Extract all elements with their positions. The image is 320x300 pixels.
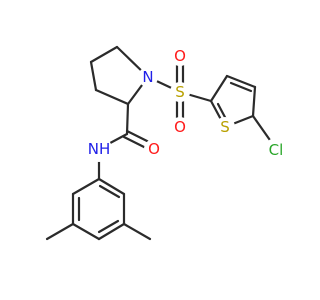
atom-label: O <box>174 47 186 65</box>
bond-ring-c4-c5 <box>89 45 119 64</box>
atom-labels: N S O O S Cl O NH <box>86 46 288 162</box>
bond-aryl-c1-c2 <box>97 177 126 196</box>
bond-thio-c2-c3 <box>209 74 229 103</box>
atom-label: N <box>142 68 153 86</box>
atom-label: S <box>175 83 185 101</box>
bond-thio-c5-cl <box>251 114 274 145</box>
atom-n-pyrrolidine: N <box>138 67 158 87</box>
bond-aryl-c3-c4 <box>97 222 126 241</box>
atom-s-sulfonyl: S <box>170 82 190 102</box>
atom-label: S <box>220 118 230 136</box>
bond-methyl-right <box>122 222 152 241</box>
bond-methyl-left <box>45 222 75 241</box>
bond-ring-c3-c4 <box>89 60 98 92</box>
bond-ring-c2-c3 <box>94 88 130 106</box>
bond-c2-carbonyl <box>125 102 130 136</box>
bond-carbonyl-o-a <box>125 129 153 145</box>
atom-o-sulfonyl-bottom: O <box>170 117 190 137</box>
bond-aryl-inner-1 <box>98 184 121 199</box>
atom-o-sulfonyl-top: O <box>170 46 190 66</box>
atom-label: O <box>174 118 186 136</box>
bond-thio-c3-c4 <box>225 74 257 89</box>
bond-thio-c4-c5 <box>251 85 257 118</box>
atom-nh-amide: NH <box>86 136 112 162</box>
atom-label: NH <box>88 140 111 158</box>
bond-thio-c3-c4-inner <box>229 81 253 93</box>
bond-aryl-c4-c5 <box>71 222 101 241</box>
bond-aryl-inner-2 <box>97 219 120 234</box>
atom-label: Cl <box>269 141 284 159</box>
atom-cl: Cl <box>264 138 288 162</box>
molecule-structure: N S O O S Cl O NH <box>45 45 288 241</box>
atom-s-thiophene: S <box>215 117 235 137</box>
atom-label: O <box>148 140 160 158</box>
bond-aryl-c6-c1 <box>71 177 101 196</box>
atom-o-carbonyl: O <box>144 139 164 159</box>
bond-carbonyl-o-b <box>122 135 150 151</box>
